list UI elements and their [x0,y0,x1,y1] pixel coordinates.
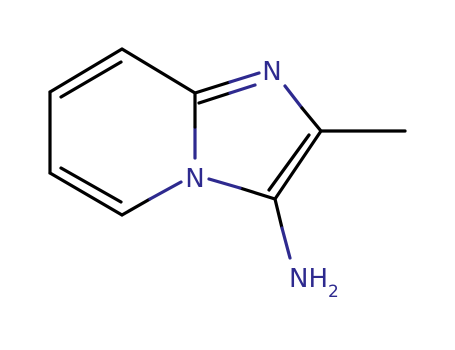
bond-c8a-c8 [120,47,197,95]
bond-c8a-n1-inner-black [197,91,232,105]
bond-c8a-n1-inner-blue [228,83,257,95]
bond-c6-c5-inner [59,166,123,204]
bond-c6-c5 [48,171,124,217]
bond-c2-c3-inner [267,133,311,192]
atom-n-ring: N [262,57,281,87]
atom-amine: NH [289,264,328,294]
bond-n1-c2-black [300,106,323,133]
bond-c3-amine-black [273,197,284,230]
bond-c8a-n1-blue [228,71,261,84]
pyridine-ring [48,47,197,217]
bond-c8a-n1-black [193,80,232,95]
bond-c8-c7-inner [59,60,123,99]
bond-c8-c7 [48,47,124,94]
atom-labels: N N NH 2 [185,57,339,302]
bond-c5-n4-blue [148,180,183,201]
bond-n1-c2-blue [283,84,304,110]
bond-c2-c3 [273,129,323,201]
bond-c5-n4-black [120,197,152,217]
bond-c3-n4-blue [207,177,242,190]
bond-c3-n4-black [238,186,277,201]
atom-n-bridgehead: N [185,164,204,194]
imidazole-ring [193,71,323,201]
bond-c3-amine-blue [280,226,292,260]
substituents [273,129,407,260]
atom-amine-subscript: 2 [328,282,339,302]
